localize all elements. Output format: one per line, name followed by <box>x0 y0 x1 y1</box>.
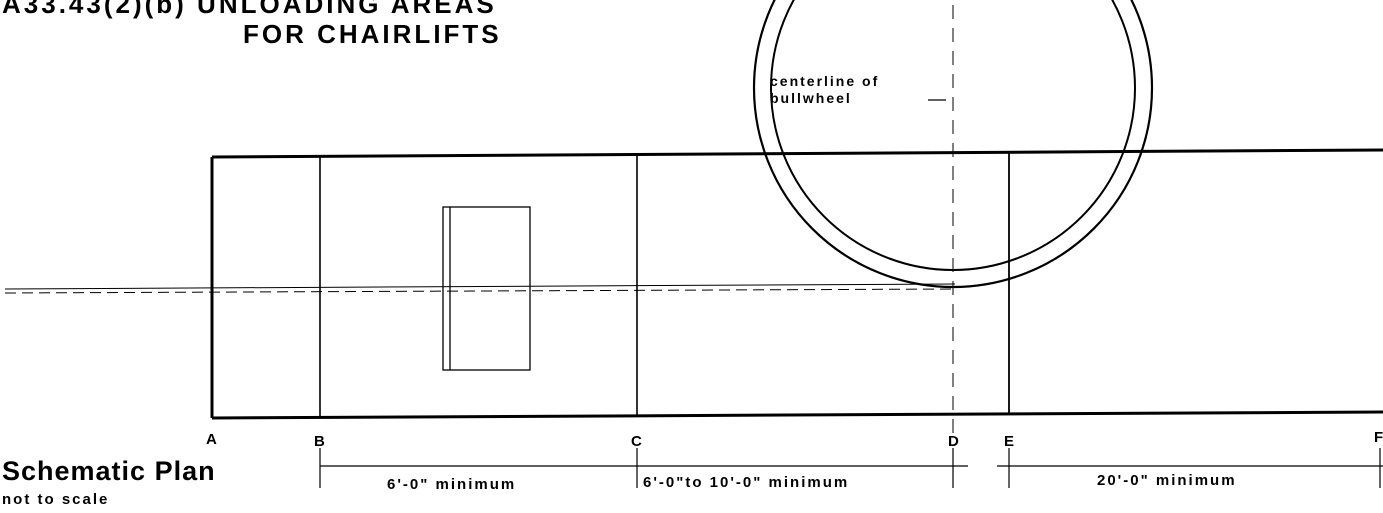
plan-subtitle: not to scale <box>2 491 110 508</box>
point-label-b: B <box>314 433 325 450</box>
point-label-e: E <box>1004 433 1015 450</box>
bullwheel-annotation-line2: bullwheel <box>770 90 852 106</box>
bullwheel <box>752 0 1154 289</box>
bullwheel-annotation-line1: centerline of <box>770 73 880 89</box>
dimension-label-b-c: 6'-0" minimum <box>387 476 517 493</box>
diagram-title-line1: A33.43(2)(b) UNLOADING AREAS <box>2 0 497 19</box>
point-label-a: A <box>206 431 217 448</box>
plan-title: Schematic Plan <box>2 456 216 486</box>
diagram-title-line2: FOR CHAIRLIFTS <box>243 19 502 49</box>
point-label-f: F <box>1374 429 1383 446</box>
point-label-d: D <box>948 433 959 450</box>
chair-outline <box>442 206 531 371</box>
platform-outline <box>210 148 1383 420</box>
dimension-label-e-f: 20'-0" minimum <box>1097 472 1237 489</box>
dimension-label-c-d: 6'-0"to 10'-0" minimum <box>643 474 850 491</box>
haul-rope-line <box>4 283 956 294</box>
point-label-c: C <box>631 433 642 450</box>
dimension-line <box>319 448 1383 488</box>
